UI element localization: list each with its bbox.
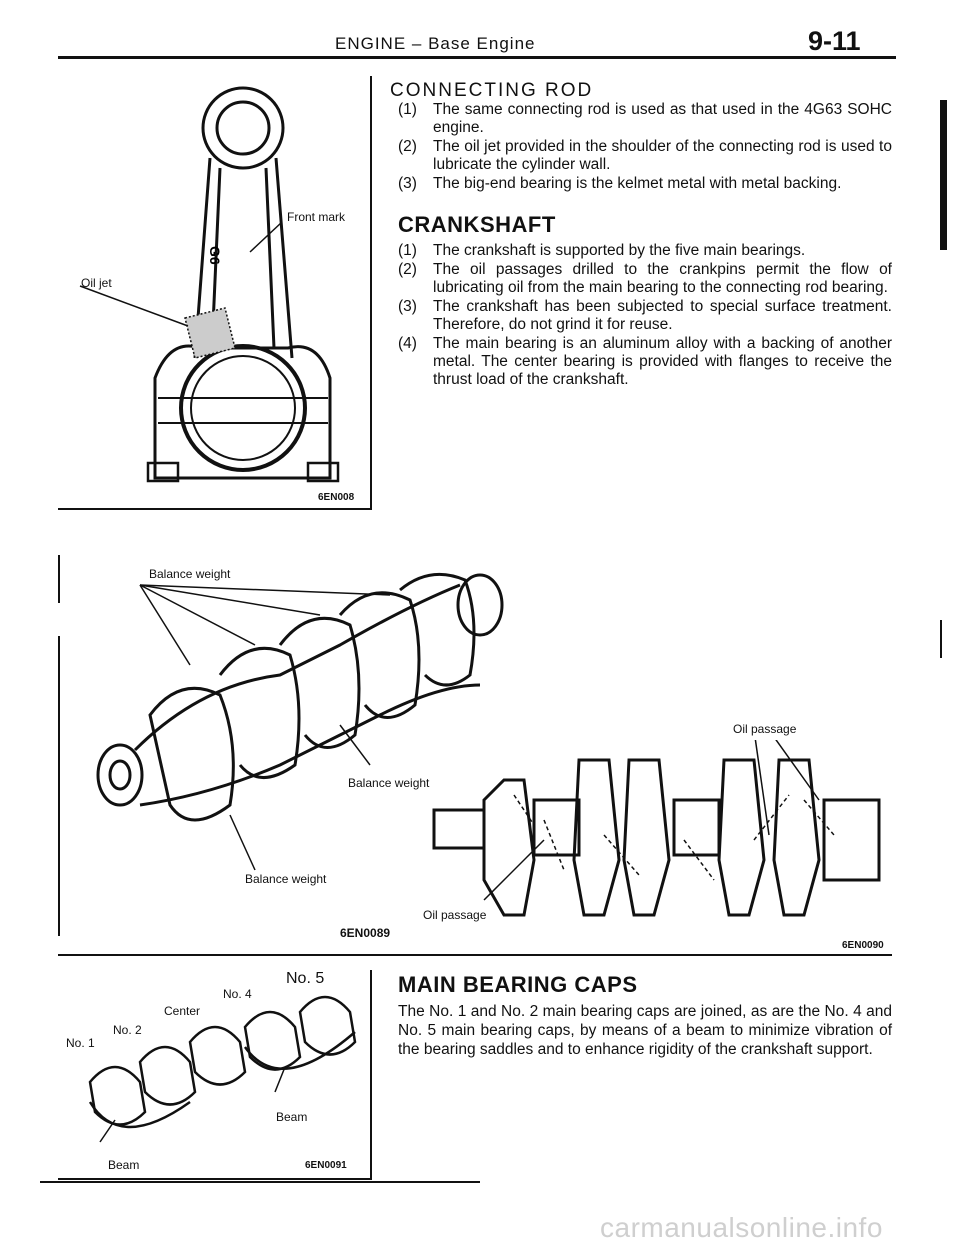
list-item: (2)The oil passages drilled to the crank… <box>398 261 892 296</box>
list-item: (3)The big-end bearing is the kelmet met… <box>398 175 842 192</box>
no5-label: No. 5 <box>286 970 325 987</box>
main-bearing-caps-text: The No. 1 and No. 2 main bearing caps ar… <box>398 1003 892 1058</box>
crankshaft-list: (1)The crankshaft is supported by the fi… <box>398 242 892 390</box>
balance-weight-label-top: Balance weight <box>149 567 231 581</box>
crankshaft-title: CRANKSHAFT <box>398 212 556 237</box>
no1-label: No. 1 <box>66 1036 95 1050</box>
front-mark-label: Front mark <box>287 210 346 224</box>
connecting-rod-title: CONNECTING ROD <box>390 80 594 101</box>
header-rule <box>58 56 896 59</box>
balance-weight-label-bottom: Balance weight <box>245 872 327 886</box>
list-item: (1)The same connecting rod is used as th… <box>398 101 892 136</box>
beam-label-right: Beam <box>276 1110 308 1124</box>
figure-code-crankshaft-left: 6EN0089 <box>340 926 391 940</box>
crankshaft-side-illustration <box>432 740 881 917</box>
center-label: Center <box>164 1004 201 1018</box>
connecting-rod-figure-frame <box>58 76 372 510</box>
connecting-rod-illustration: G6 <box>79 86 340 483</box>
beam-label-left: Beam <box>108 1158 140 1172</box>
margin-mark <box>940 100 947 250</box>
figure-code-rod: 6EN008 <box>318 492 355 503</box>
oil-passage-label-bottom: Oil passage <box>423 908 487 922</box>
figure-code-crankshaft-right: 6EN0090 <box>842 940 884 951</box>
page-header-title: ENGINE – Base Engine <box>335 34 536 53</box>
main-bearing-caps-title: MAIN BEARING CAPS <box>398 972 638 997</box>
list-item: (3)The crankshaft has been subjected to … <box>398 298 892 333</box>
margin-mark <box>940 620 942 658</box>
oil-passage-label-top: Oil passage <box>733 722 797 736</box>
list-item: (4)The main bearing is an aluminum alloy… <box>398 335 892 388</box>
balance-weight-label-mid: Balance weight <box>348 776 430 790</box>
main-bearing-caps-figure-frame <box>58 970 372 1180</box>
margin-mark <box>58 636 60 936</box>
crankshaft-perspective-illustration <box>96 572 504 871</box>
margin-mark <box>58 555 60 603</box>
watermark-text: carmanualsonline.info <box>600 1212 883 1243</box>
oil-jet-label: Oil jet <box>81 276 112 290</box>
page-number: 9-11 <box>808 26 861 56</box>
no4-label: No. 4 <box>223 987 252 1001</box>
connecting-rod-list: (1)The same connecting rod is used as th… <box>398 101 892 194</box>
list-item: (1)The crankshaft is supported by the fi… <box>398 242 806 259</box>
rod-marking-text: G6 <box>207 246 223 265</box>
no2-label: No. 2 <box>113 1023 142 1037</box>
main-bearing-caps-illustration <box>88 995 357 1143</box>
figure-code-caps: 6EN0091 <box>305 1160 347 1171</box>
list-item: (2)The oil jet provided in the shoulder … <box>398 138 892 173</box>
footer-rule <box>40 1181 480 1183</box>
section-rule <box>58 954 892 956</box>
